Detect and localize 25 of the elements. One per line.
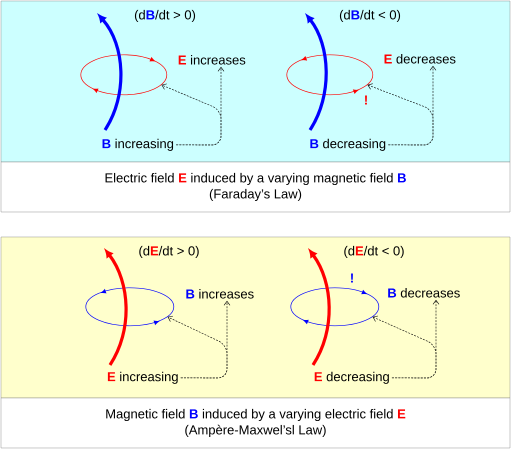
- field-loop: [290, 287, 380, 326]
- rate-label: (dE/dt < 0): [344, 246, 404, 258]
- field-label: B increasing: [102, 138, 174, 151]
- field-label: E decreases: [384, 54, 456, 64]
- rate-label: (dB/dt < 0): [340, 10, 400, 22]
- caption-box: Magnetic field B induced by a varying electric field E (Ampère-Maxwel’sl Law): [0, 398, 510, 448]
- leader-arrow: [388, 66, 436, 146]
- leader-arrow: [392, 300, 440, 378]
- leader-arrow: [176, 66, 224, 146]
- field-label: B increases: [186, 289, 254, 299]
- rate-label: (dE/dt > 0): [139, 246, 199, 258]
- panel-background: [0, 236, 510, 398]
- field-loop: [286, 54, 374, 96]
- field-label: E decreasing: [314, 372, 389, 384]
- caption-box: Electric field E induced by a varying magnetic field B (Faraday’s Law): [0, 162, 510, 212]
- field-label: E increases: [178, 55, 246, 65]
- exclamation-mark: !: [365, 96, 367, 104]
- field-label: B decreases: [388, 288, 460, 298]
- field-label: B decreasing: [310, 138, 386, 151]
- leader-arrow: [180, 300, 230, 378]
- field-loop: [80, 54, 168, 96]
- field-loop: [85, 287, 174, 326]
- rate-label: (dB/dt > 0): [134, 10, 196, 22]
- field-label: E increasing: [108, 372, 178, 384]
- panel-background: [0, 0, 510, 162]
